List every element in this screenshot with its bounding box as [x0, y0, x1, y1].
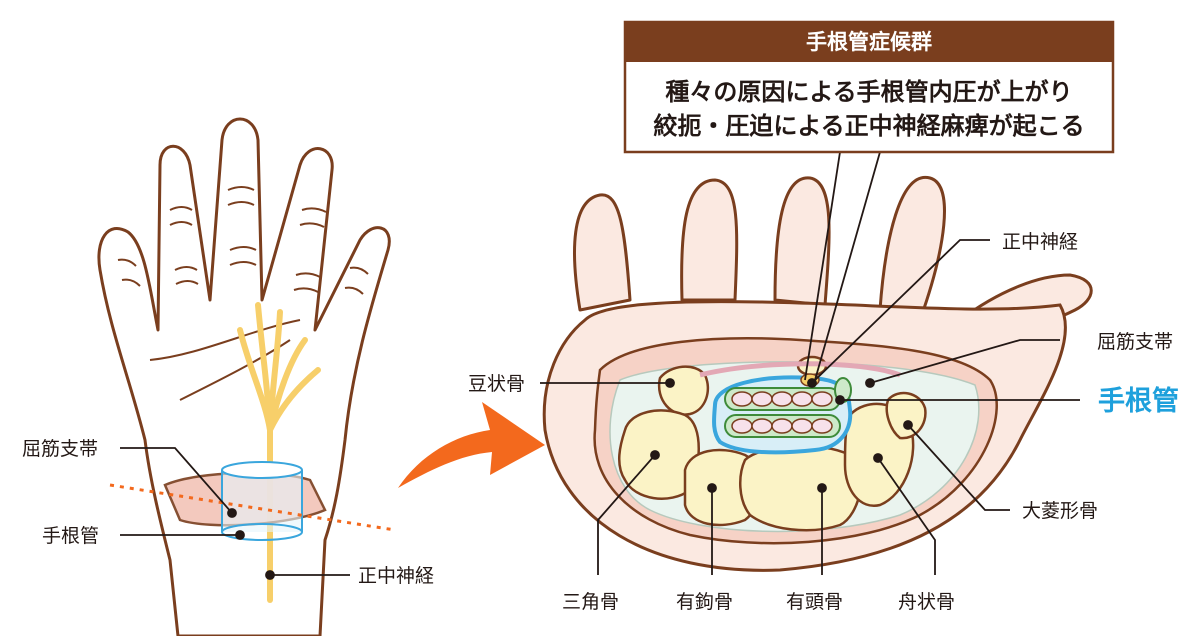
left-section-line — [109, 483, 396, 532]
left-label-flexor-retinaculum: 屈筋支帯 — [22, 438, 98, 460]
left-label-carpal-tunnel: 手根管 — [42, 525, 99, 547]
right-label-pisiform: 豆状骨 — [468, 373, 525, 395]
trapezium-bone — [885, 391, 927, 440]
callout-line-2: 絞扼・圧迫による正中神経麻痺が起こる — [653, 112, 1084, 140]
left-hand-outline — [97, 117, 391, 636]
transition-arrow-icon — [398, 402, 545, 488]
left-leaders — [120, 447, 350, 580]
finger-creases — [117, 186, 369, 401]
capitate-bone — [739, 444, 863, 532]
right-label-capitate: 有頭骨 — [786, 591, 843, 613]
left-hand-illustration — [97, 117, 396, 636]
right-label-carpal-tunnel: 手根管 — [1098, 386, 1179, 417]
callout-line-1: 種々の原因による手根管内圧が上がり — [665, 78, 1072, 106]
callout-title: 手根管症候群 — [806, 30, 932, 54]
left-label-median-nerve: 正中神経 — [358, 565, 434, 587]
right-label-flexor-retinaculum: 屈筋支帯 — [1097, 331, 1173, 353]
right-cross-section — [542, 175, 1093, 572]
right-carpal-tunnel — [712, 373, 853, 455]
right-label-triquetrum: 三角骨 — [562, 591, 619, 613]
right-label-hamate: 有鉤骨 — [676, 591, 733, 613]
right-leaders — [540, 239, 1080, 575]
callout-box — [623, 20, 1115, 381]
flexor-tendons — [724, 387, 841, 438]
left-carpal-tunnel — [221, 461, 303, 541]
right-label-scaphoid: 舟状骨 — [898, 591, 955, 613]
right-label-median-nerve: 正中神経 — [1002, 231, 1078, 253]
right-label-trapezium: 大菱形骨 — [1022, 500, 1098, 522]
